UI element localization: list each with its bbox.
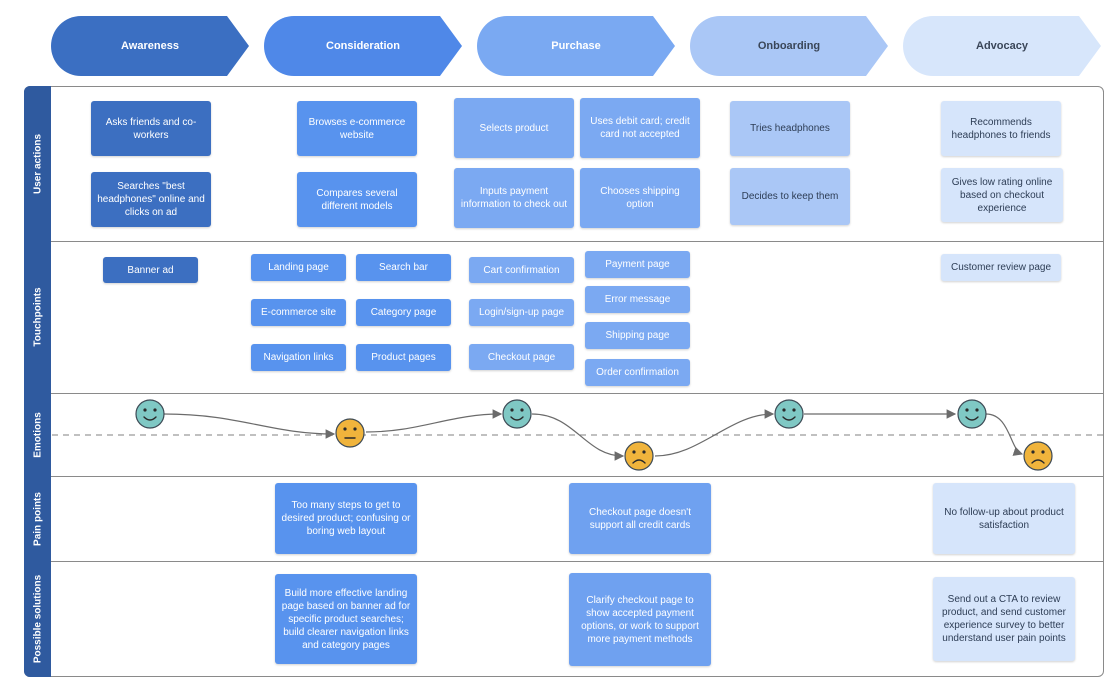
stage-label: Awareness xyxy=(121,40,179,52)
action-card: Searches "best headphones" online and cl… xyxy=(91,172,211,227)
chevron-shape xyxy=(477,16,675,76)
action-card: Recommends headphones to friends xyxy=(941,101,1061,156)
stage-label: Purchase xyxy=(551,40,601,52)
touchpoint-card: Search bar xyxy=(356,254,451,281)
lane-emotions: Emotions xyxy=(24,393,51,476)
chevron-shape xyxy=(690,16,888,76)
action-card: Browses e-commerce website xyxy=(297,101,417,156)
action-card: Uses debit card; credit card not accepte… xyxy=(580,98,700,158)
lane-divider xyxy=(51,393,1103,394)
touchpoint-card: Error message xyxy=(585,286,690,313)
chevron-shape xyxy=(264,16,462,76)
happy-face-icon xyxy=(957,399,987,429)
lane-pain-points: Pain points xyxy=(24,476,51,561)
stage-onboarding: Onboarding xyxy=(690,16,888,76)
pain-point-card: Checkout page doesn't support all credit… xyxy=(569,483,711,554)
action-card: Selects product xyxy=(454,98,574,158)
stage-purchase: Purchase xyxy=(477,16,675,76)
touchpoint-card: Login/sign-up page xyxy=(469,299,574,326)
action-card: Decides to keep them xyxy=(730,168,850,225)
action-card: Asks friends and co-workers xyxy=(91,101,211,156)
lane-touchpoints: Touchpoints xyxy=(24,241,51,393)
action-card: Tries headphones xyxy=(730,101,850,156)
touchpoint-card: E-commerce site xyxy=(251,299,346,326)
solution-card: Build more effective landing page based … xyxy=(275,574,417,664)
touchpoint-card: Banner ad xyxy=(103,257,198,283)
lane-possible-solutions: Possible solutions xyxy=(24,561,51,677)
pain-point-card: Too many steps to get to desired product… xyxy=(275,483,417,554)
solution-card: Send out a CTA to review product, and se… xyxy=(933,577,1075,661)
emotion-connector xyxy=(531,413,625,461)
happy-face-icon xyxy=(774,399,804,429)
touchpoint-card: Product pages xyxy=(356,344,451,371)
action-card: Compares several different models xyxy=(297,172,417,227)
sad-face-icon xyxy=(1023,441,1053,471)
touchpoint-card: Navigation links xyxy=(251,344,346,371)
emotion-connector xyxy=(654,409,775,457)
touchpoint-card: Landing page xyxy=(251,254,346,281)
touchpoint-card: Order confirmation xyxy=(585,359,690,386)
lane-divider xyxy=(51,241,1103,242)
emotion-connector xyxy=(985,413,1024,456)
stage-label: Onboarding xyxy=(757,40,821,52)
emotion-connector xyxy=(365,409,503,433)
chevron-shape xyxy=(903,16,1101,76)
stage-label: Consideration xyxy=(326,40,400,52)
stage-label: Advocacy xyxy=(976,40,1028,52)
action-card: Gives low rating online based on checkou… xyxy=(941,168,1063,222)
touchpoint-card: Category page xyxy=(356,299,451,326)
action-card: Inputs payment information to check out xyxy=(454,168,574,228)
stage-advocacy: Advocacy xyxy=(903,16,1101,76)
happy-face-icon xyxy=(135,399,165,429)
happy-face-icon xyxy=(502,399,532,429)
lane-divider xyxy=(51,561,1103,562)
stage-awareness: Awareness xyxy=(51,16,249,76)
lane-user-actions: User actions xyxy=(24,86,51,241)
touchpoint-card: Checkout page xyxy=(469,344,574,370)
touchpoint-card: Payment page xyxy=(585,251,690,278)
touchpoint-card: Shipping page xyxy=(585,322,690,349)
lane-divider xyxy=(51,476,1103,477)
pain-point-card: No follow-up about product satisfaction xyxy=(933,483,1075,554)
action-card: Chooses shipping option xyxy=(580,168,700,228)
stage-consideration: Consideration xyxy=(264,16,462,76)
touchpoint-card: Cart confirmation xyxy=(469,257,574,283)
sad-face-icon xyxy=(624,441,654,471)
solution-card: Clarify checkout page to show accepted p… xyxy=(569,573,711,666)
touchpoint-card: Customer review page xyxy=(941,254,1061,281)
emotion-connector xyxy=(163,413,336,439)
chevron-shape xyxy=(51,16,249,76)
neutral-face-icon xyxy=(335,418,365,448)
